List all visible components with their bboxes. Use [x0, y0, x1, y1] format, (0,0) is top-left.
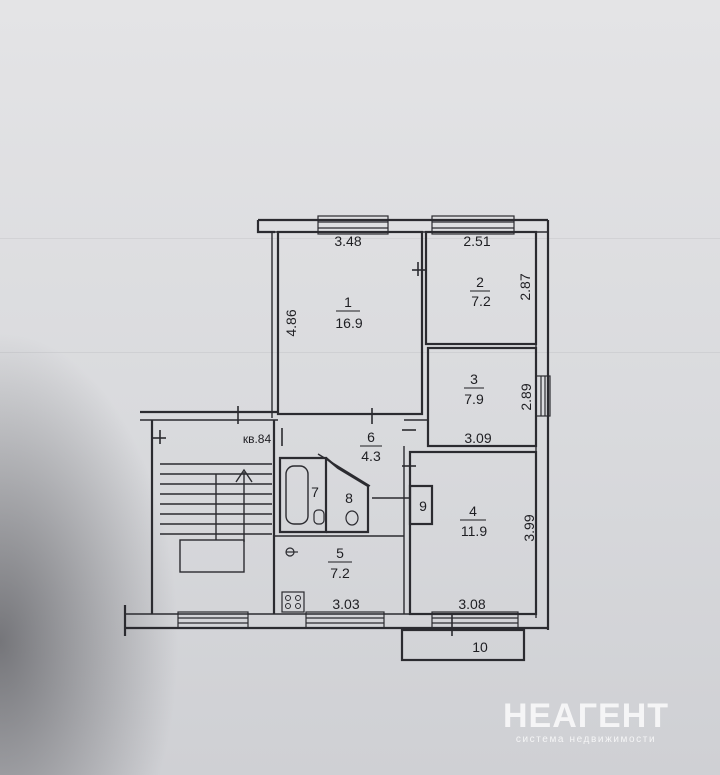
- wall-top-left-stub: [256, 220, 275, 234]
- stair-landing: [179, 539, 245, 573]
- room-4-walls: [408, 450, 538, 616]
- dim-room-3-width: 3.09: [464, 430, 491, 446]
- room-3-area: 7.9: [464, 391, 484, 407]
- dim-room-2-width: 2.51: [463, 233, 490, 249]
- window-room-2: [431, 215, 515, 235]
- room-10-number: 10: [472, 639, 488, 655]
- paper-crease: [0, 238, 720, 239]
- stove-burner: [285, 603, 291, 609]
- dim-room-4-length: 3.99: [521, 514, 537, 541]
- window-room-1: [317, 215, 389, 235]
- room-2-number: 2: [476, 274, 484, 290]
- stove-burner: [295, 595, 301, 601]
- window-stair: [177, 611, 249, 629]
- room-1-area: 16.9: [335, 315, 362, 331]
- room-labels: 1 16.9 2 7.2 3 7.9 4 11.9 5 7.2 6 4.3 7 …: [243, 274, 491, 655]
- stove-icon: [281, 591, 305, 613]
- room-9-walls: [408, 484, 434, 526]
- dim-room-3-length: 2.89: [518, 383, 534, 410]
- room-5-number: 5: [336, 545, 344, 561]
- room-2-walls: [424, 230, 538, 346]
- room-4-number: 4: [469, 503, 477, 519]
- stove-burner: [295, 603, 301, 609]
- room-1-number: 1: [344, 294, 352, 310]
- room-1-walls: [276, 230, 424, 416]
- watermark-tagline: система недвижимости: [515, 734, 657, 745]
- dim-room-5-width: 3.03: [332, 596, 359, 612]
- room-4-area: 11.9: [461, 523, 487, 539]
- window-room-5: [305, 611, 385, 629]
- dim-room-1-length: 4.86: [283, 309, 299, 336]
- bathtub-icon: [285, 465, 309, 525]
- toilet-icon: [345, 510, 359, 526]
- room-3-number: 3: [470, 371, 478, 387]
- room-2-area: 7.2: [471, 293, 491, 309]
- dim-room-2-length: 2.87: [517, 273, 533, 300]
- room-10-balcony: [400, 628, 526, 662]
- walls: [123, 218, 550, 662]
- stair-arrow-head: [235, 468, 253, 483]
- watermark-logo: НЕАГЕНТ система недвижимости: [486, 698, 686, 746]
- room-8-number: 8: [345, 490, 353, 506]
- bath-roof-line: [317, 453, 371, 487]
- room-6-number: 6: [367, 429, 375, 445]
- room-5-area: 7.2: [330, 565, 350, 581]
- room-7-number: 7: [311, 484, 319, 500]
- dim-room-4-width: 3.08: [458, 596, 485, 612]
- window-room-3: [535, 375, 551, 417]
- window-room-4: [431, 611, 519, 629]
- watermark-brand: НЕАГЕНТ: [502, 697, 670, 735]
- windows: [177, 215, 551, 629]
- apartment-label: кв.84: [243, 432, 272, 446]
- paper-crease: [0, 352, 720, 353]
- dim-room-1-width: 3.48: [334, 233, 361, 249]
- room-9-number: 9: [419, 498, 427, 514]
- room-6-area: 4.3: [361, 448, 381, 464]
- sink-icon: [313, 509, 325, 525]
- stove-burner: [285, 595, 291, 601]
- dimension-labels: 3.48 4.86 2.51 2.87 2.89 3.09 3.99 3.03 …: [283, 233, 537, 612]
